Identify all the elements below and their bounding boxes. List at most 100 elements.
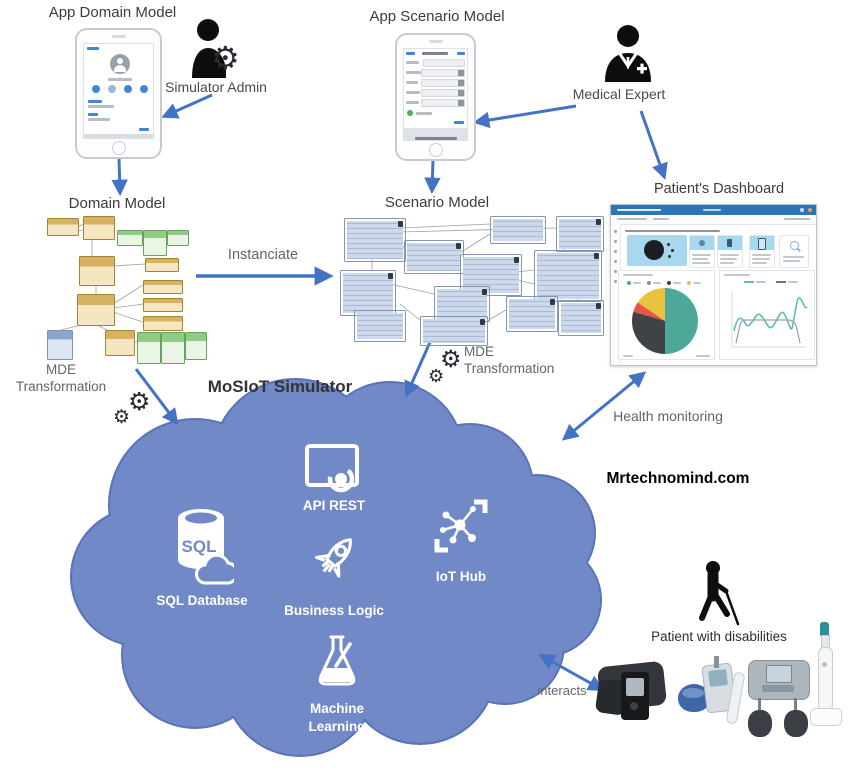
patients-dashboard-title: Patient's Dashboard [653,181,785,197]
home-button [428,143,443,157]
model-node [143,316,183,331]
line-chart [731,291,808,348]
iot-hub-label: IoT Hub [435,569,487,584]
model-node [143,280,183,294]
dashboard-pie [632,288,698,354]
browser-menu-icon [800,208,804,212]
model-node [558,300,604,336]
sql-database-label: SQL Database [156,593,248,608]
domain-model-title: Domain Model [68,195,166,212]
gear-icon: ⚙ [128,388,151,416]
model-node [47,330,73,360]
model-node [143,298,183,312]
glucose-meter-image [678,656,746,734]
add-row-icon [407,110,413,116]
medical-expert-label: Medical Expert [572,86,666,102]
mosiot-simulator-title: MoSIoT Simulator [207,377,353,396]
dashboard-heading [625,230,720,232]
instanciate-label: Instanciate [227,247,299,263]
model-node [83,216,115,240]
action-button [140,85,148,93]
action-button [108,85,116,93]
arrow-app-to-domain-model [111,157,128,197]
phone-bottom-panel [84,134,153,138]
app-domain-model-phone [75,28,162,159]
health-monitor-image [748,660,810,738]
gear-icon: ⚙ [428,366,445,386]
electric-toothbrush-image [806,622,846,734]
model-node [143,230,167,256]
model-node [534,250,602,302]
business-logic-icon [315,538,352,578]
model-node [434,286,490,322]
app-scenario-model-title: App Scenario Model [369,8,505,25]
model-node [490,216,546,244]
pie-chart-panel [618,270,715,360]
model-node [420,316,488,346]
app-scenario-model-phone [395,33,476,161]
model-node [47,218,79,236]
line-chart-panel [719,270,815,360]
model-node [105,330,135,356]
gear-icon: ⚙ [113,407,131,428]
dashboard-card [717,235,743,268]
dashboard-card-head-scan [627,235,687,266]
app-domain-model-screen [83,43,154,139]
arrow-expert-to-app [472,104,577,129]
arrow-app-to-scenario-model [424,159,441,195]
machine-learning-icon [318,635,356,686]
model-node [161,332,185,364]
model-node [556,216,604,252]
model-node [506,296,558,332]
dashboard-card [749,235,775,268]
model-node [77,294,115,326]
machine-learning-line2: Learning [308,718,366,734]
model-node [340,270,396,316]
phone-bottom-panel [404,128,467,140]
mde-right-line2: Transformation [464,360,555,376]
gear-icon: ⚙ [440,346,462,373]
model-node [117,230,143,246]
arrow-expert-to-dashboard [639,110,668,180]
machine-learning-label: Machine Learning [288,700,386,735]
simulator-admin-label: Simulator Admin [165,79,267,95]
mde-left-line1: MDE [46,362,76,377]
api-rest-icon [305,444,359,493]
model-node [79,256,115,286]
phone-speaker [428,40,443,43]
model-node [167,230,189,246]
dashboard-titlebar [611,205,816,215]
gear-icon: ⚙ [211,40,240,76]
mde-right-line1: MDE [464,344,494,359]
domain-model-figure [35,214,215,374]
model-node [185,332,207,360]
iot-hub-icon [434,499,488,553]
patient-with-disabilities-label: Patient with disabilities [651,629,787,644]
mde-transformation-left-label: MDE Transformation [5,362,117,396]
dashboard-card [779,235,809,268]
api-rest-label: API REST [302,498,366,513]
patients-dashboard-screenshot [610,204,817,366]
action-button [92,85,100,93]
mde-transformation-right-label: MDE Transformation [464,344,582,378]
medical-expert-icon [605,25,651,82]
model-node [460,254,522,296]
simulator-admin-icon [192,19,226,78]
action-button [124,85,132,93]
app-domain-model-title: App Domain Model [48,4,177,21]
app-scenario-model-screen [403,48,468,141]
arrow-admin-to-app [161,93,213,119]
home-button [111,141,126,155]
interacts-label: interacts [537,683,587,698]
patient-with-disabilities-icon [699,561,740,626]
sql-icon-text: SQL [182,537,217,556]
model-node [404,240,464,274]
model-node [354,310,406,342]
mde-left-line2: Transformation [15,378,107,394]
watermark-text: Mrtechnomind.com [606,470,750,487]
health-monitoring-label: Health monitoring [613,408,723,424]
dashboard-menubar [611,215,816,225]
browser-close-icon [808,208,812,212]
model-node [145,258,179,272]
